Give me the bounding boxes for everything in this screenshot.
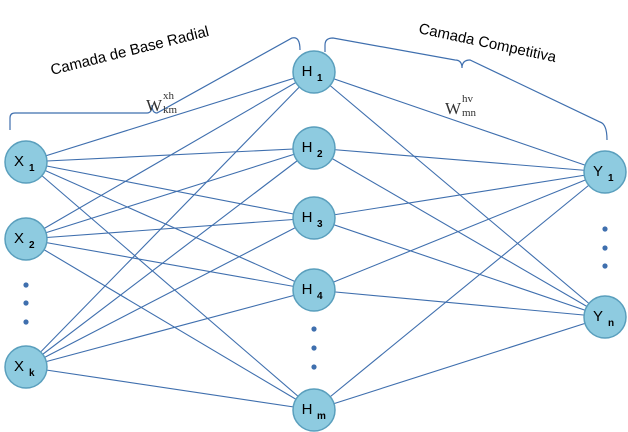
node-circle — [292, 268, 336, 312]
edge-hidden-output — [313, 147, 606, 318]
competitive-layer-bracket — [324, 37, 608, 141]
edge-hidden-output — [313, 147, 606, 173]
node-circle — [583, 295, 627, 339]
ellipsis-dot — [311, 326, 317, 332]
node-subscript: m — [317, 411, 326, 422]
edge-hidden-output — [313, 289, 606, 318]
weight-symbol: W — [445, 99, 462, 118]
node-label: X — [14, 230, 24, 247]
competitive-layer-label: Camada Competitiva — [417, 20, 558, 66]
edge-input-hidden — [25, 71, 315, 240]
edge-input-hidden — [25, 289, 315, 368]
edge-input-hidden — [25, 366, 315, 411]
node-label: H — [302, 63, 313, 80]
node-circle — [4, 217, 48, 261]
input-ellipsis — [23, 282, 29, 325]
node-label: Y — [593, 308, 603, 325]
weight-superscript: hv — [462, 93, 474, 105]
node-subscript: n — [608, 318, 614, 329]
edge-hidden-output — [313, 71, 606, 173]
node-label: H — [302, 281, 313, 298]
node-label: Y — [593, 163, 603, 180]
node-subscript: 1 — [608, 173, 614, 184]
ellipsis-dot — [311, 345, 317, 351]
node-label: H — [302, 209, 313, 226]
edge-input-hidden — [25, 147, 315, 368]
node-label: H — [302, 401, 313, 418]
weight-subscript: mn — [462, 107, 477, 119]
ellipsis-dot — [23, 300, 29, 306]
edge-input-hidden — [25, 161, 315, 219]
node-subscript: 1 — [317, 73, 323, 84]
edge-hidden-output — [313, 171, 606, 291]
node-circle — [292, 50, 336, 94]
radial-layer-bracket — [9, 37, 301, 130]
node-subscript: 4 — [317, 291, 323, 302]
node-label: X — [14, 153, 24, 170]
node-subscript: 1 — [29, 163, 35, 174]
edge-hidden-output — [313, 217, 606, 318]
edge-input-hidden — [25, 71, 315, 163]
node-label: H — [302, 139, 313, 156]
ellipsis-dot — [602, 226, 608, 232]
edge-input-hidden — [25, 71, 315, 368]
node-circle — [583, 150, 627, 194]
weight-label-input-hidden: W xh km — [146, 90, 178, 116]
edge-input-hidden — [25, 217, 315, 240]
ellipsis-dot — [602, 263, 608, 269]
node-subscript: 3 — [317, 219, 323, 230]
edge-input-hidden — [25, 147, 315, 240]
node-circle — [292, 388, 336, 432]
node-subscript: 2 — [29, 240, 35, 251]
edge-hidden-output — [313, 171, 606, 411]
edge-hidden-output — [313, 316, 606, 411]
node-label: X — [14, 358, 24, 375]
edge-input-hidden — [25, 238, 315, 291]
weight-superscript: xh — [163, 90, 175, 102]
edge-input-hidden — [25, 217, 315, 368]
node-subscript: k — [29, 368, 35, 379]
edge-input-hidden — [25, 238, 315, 411]
node-circle — [4, 345, 48, 389]
weight-symbol: W — [146, 96, 163, 115]
output-ellipsis — [602, 226, 608, 269]
connection-edges — [25, 71, 606, 411]
ellipsis-dot — [23, 282, 29, 288]
node-circle — [292, 126, 336, 170]
edge-input-hidden — [25, 161, 315, 411]
ellipsis-dot — [311, 364, 317, 370]
ellipsis-dot — [23, 319, 29, 325]
node-circle — [4, 140, 48, 184]
ellipsis-dot — [602, 245, 608, 251]
weight-subscript: km — [163, 104, 178, 116]
weight-label-hidden-output: W hv mn — [445, 93, 477, 119]
radial-layer-label: Camada de Base Radial — [49, 23, 211, 79]
edge-hidden-output — [313, 171, 606, 219]
node-subscript: 2 — [317, 149, 323, 160]
edge-input-hidden — [25, 161, 315, 291]
hidden-ellipsis — [311, 326, 317, 370]
node-circle — [292, 196, 336, 240]
